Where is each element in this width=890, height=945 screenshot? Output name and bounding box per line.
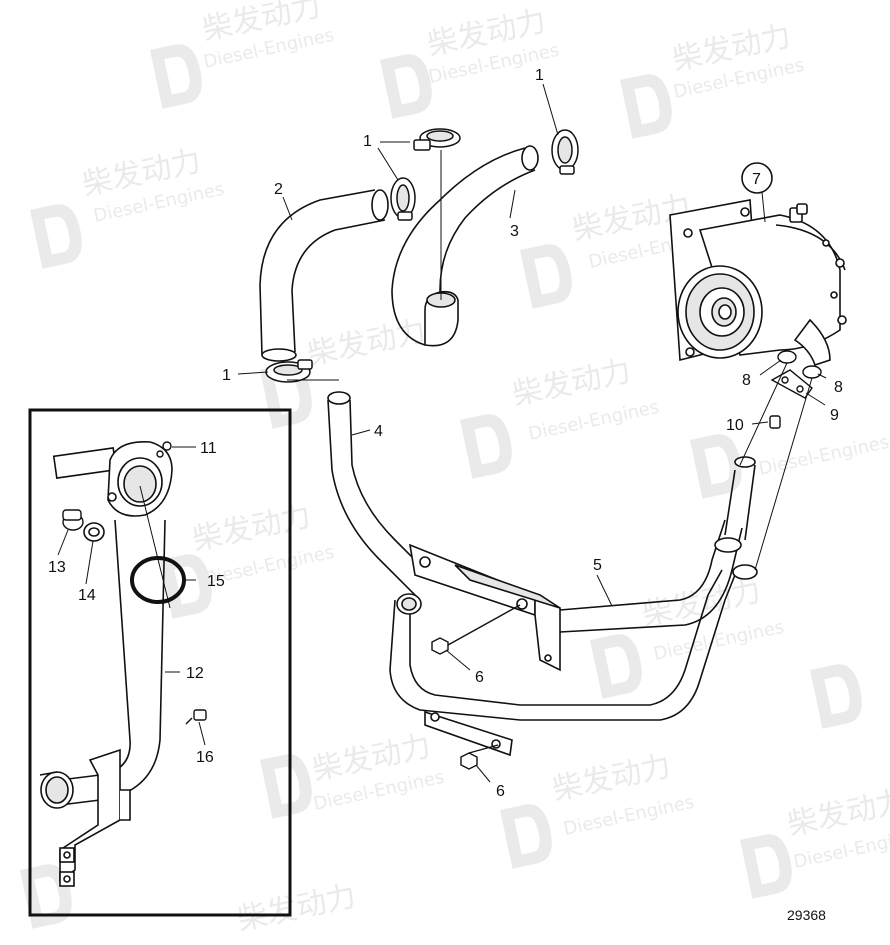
watermark-logo-icon [590, 634, 642, 699]
callout-1: 1 [363, 133, 372, 150]
part-10-bolt[interactable] [769, 415, 781, 429]
pipe-4[interactable] [327, 391, 431, 601]
watermark-logo-icon [520, 244, 572, 309]
watermark-cn: 柴发动力 [234, 879, 359, 938]
watermark-cn: 柴发动力 [509, 354, 634, 413]
watermark-logo-icon [30, 204, 82, 269]
pipe-5[interactable] [559, 456, 756, 633]
watermark-logo-icon [260, 754, 312, 819]
part-1-hose-clamp[interactable] [551, 129, 579, 175]
callout-16: 16 [196, 749, 214, 766]
callout-5: 5 [593, 557, 602, 574]
pipe-12-bracket [59, 748, 131, 887]
callout-1: 1 [222, 367, 231, 384]
pump-alignment-axes [739, 362, 813, 571]
part-8-o-ring[interactable] [802, 365, 822, 379]
watermark-logo-icon [20, 864, 72, 929]
callout-14: 14 [78, 587, 96, 604]
watermark-logo-icon [150, 44, 202, 109]
watermark-cn: 柴发动力 [304, 314, 429, 373]
callout-10: 10 [726, 417, 744, 434]
part-13-plug[interactable] [62, 509, 84, 531]
part-1-hose-clamp[interactable] [390, 177, 416, 221]
callout-labels: 1 1 1 2 3 4 5 6 6 7 8 8 9 10 11 12 13 14… [48, 67, 843, 800]
callout-9: 9 [830, 407, 839, 424]
pipe-lower-branch[interactable] [389, 564, 758, 721]
callout-8: 8 [742, 372, 751, 389]
part-6-bolt[interactable] [460, 744, 499, 770]
watermark-logo-icon [460, 414, 512, 479]
watermark-logo-icon [620, 74, 672, 139]
callout-8: 8 [834, 379, 843, 396]
callout-6: 6 [496, 783, 505, 800]
detail-inset-frame [28, 408, 292, 917]
callout-7: 7 [752, 171, 761, 188]
mounting-bracket-lower [424, 710, 513, 757]
callout-13: 13 [48, 559, 66, 576]
hose-2[interactable] [259, 189, 389, 362]
callout-11: 11 [200, 440, 217, 457]
part-16-bolt[interactable] [185, 709, 207, 725]
part-9-gasket[interactable] [770, 369, 813, 399]
part-1-hose-clamp[interactable] [413, 128, 461, 151]
watermark-logo-icon [810, 664, 862, 729]
watermark-logo-icon [380, 54, 432, 119]
callout-3: 3 [510, 223, 519, 240]
pipe-12-flange [107, 441, 173, 517]
drawing-number: 29368 [787, 907, 826, 923]
callout-2: 2 [274, 181, 283, 198]
part-1-hose-clamp[interactable] [265, 359, 313, 383]
callout-7-badge: 7 [741, 162, 773, 194]
watermark-logo-icon [160, 554, 212, 619]
mounting-bracket [408, 543, 561, 672]
watermark-logo-icon [500, 804, 552, 869]
leader-lines [57, 83, 827, 783]
part-11-screw[interactable] [156, 441, 172, 458]
part-6-bolt[interactable] [431, 604, 521, 655]
callout-15: 15 [207, 573, 225, 590]
water-pump[interactable] [669, 199, 847, 367]
part-14-washer[interactable] [83, 522, 105, 542]
part-15-leader-axis [139, 485, 171, 609]
watermark-logo-icon [740, 834, 792, 899]
watermark-en: Diesel-Engines [757, 432, 890, 480]
callout-6: 6 [475, 669, 484, 686]
watermark-logo-icon [690, 434, 742, 499]
callout-12: 12 [186, 665, 204, 682]
part-8-o-ring[interactable] [777, 350, 797, 364]
callout-1: 1 [535, 67, 544, 84]
callout-4: 4 [374, 423, 383, 440]
